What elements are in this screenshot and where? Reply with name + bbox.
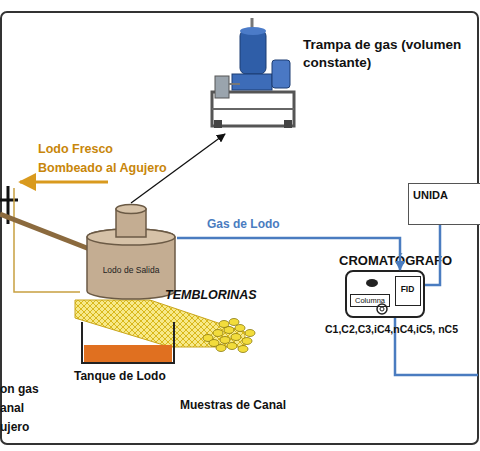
injector-symbol	[366, 279, 378, 287]
column-coil	[380, 307, 384, 311]
unit-box: UNIDA	[408, 183, 480, 225]
cylinder-cap-top	[116, 205, 146, 214]
column-box: Columna	[350, 294, 390, 307]
component-list: C1,C2,C3,iC4,nC4,iC5, nC5	[325, 323, 475, 336]
node-text: UNIDA	[413, 189, 480, 201]
node-text: CROMATÓGRAFO	[339, 253, 449, 268]
mud-tank-node: Tanque de Lodo	[70, 318, 180, 386]
fresh-mud-line	[20, 181, 108, 184]
flow-line	[0, 214, 92, 250]
return-mud-tank: Lodo de Salida	[85, 203, 177, 300]
node-text: Tanque de Lodo	[74, 369, 178, 383]
node-text: Muestras de Canal	[180, 398, 302, 412]
column-coil	[377, 304, 387, 314]
gas-trap-node: Trampa de gas (volumen constante)	[205, 22, 478, 134]
fresh-mud-label: Lodo Fresco Bombeado al Agujero	[38, 140, 180, 178]
detector-box: FID	[395, 276, 421, 306]
node-text: Lodo de Salida	[89, 265, 173, 275]
shaker-screen	[75, 300, 245, 347]
frame	[1, 12, 478, 444]
cylinder-body	[87, 229, 175, 299]
connector	[177, 238, 400, 270]
shaker-label: TEMBLORINAS	[165, 288, 275, 303]
connector	[425, 225, 440, 285]
cuttings-pile	[203, 319, 255, 353]
edge-label: Gas de Lodo	[207, 217, 327, 231]
node-text: FID	[396, 284, 419, 294]
cuttings-node: Muestras de Canal	[178, 318, 303, 414]
mud-tank	[82, 322, 174, 363]
gas-trap-illustration	[212, 18, 294, 128]
node-text: Trampa de gas (volumen constante)	[303, 36, 475, 72]
chromatograph-box: CROMATÓGRAFOFIDColumna	[345, 270, 425, 318]
node-text: Columna	[351, 296, 389, 306]
cropped-label: on gas anal ujero	[0, 380, 46, 437]
cylinder-shape	[85, 203, 177, 300]
